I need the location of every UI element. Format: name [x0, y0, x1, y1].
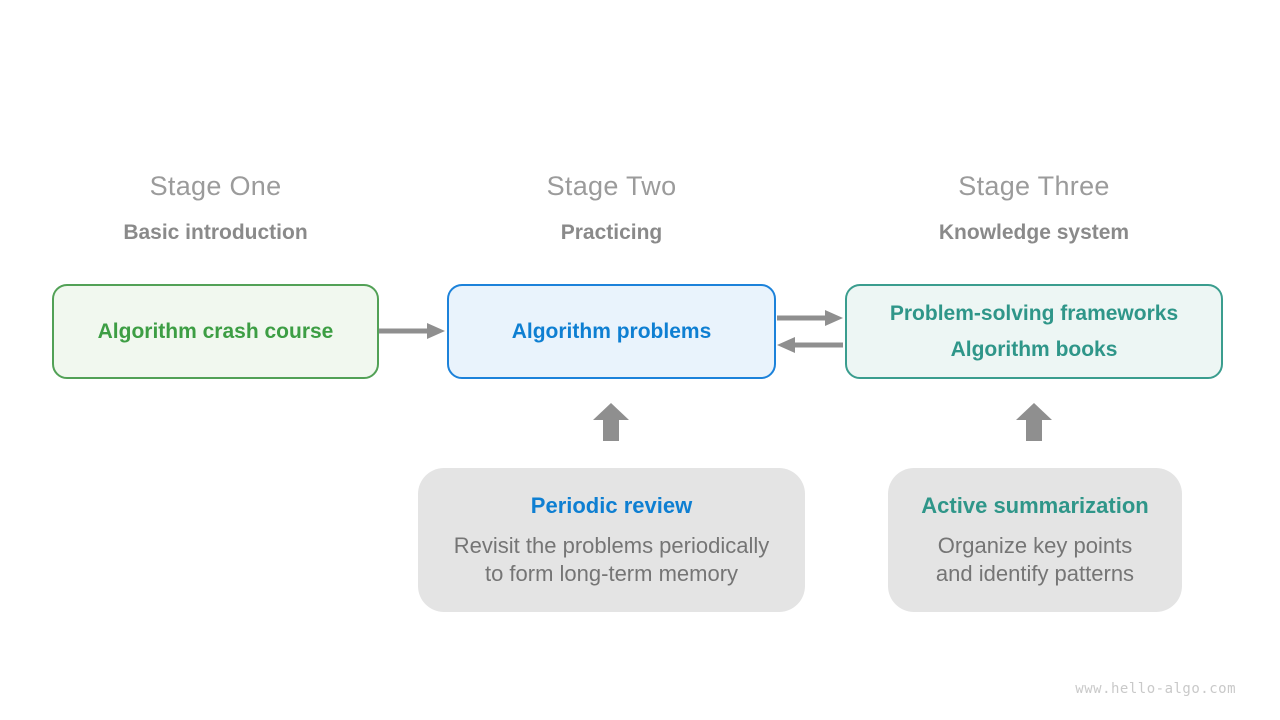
- active-summarization-body: Organize key points and identify pattern…: [888, 532, 1182, 588]
- stage-one-title: Stage One: [149, 171, 282, 201]
- watermark: www.hello-algo.com: [1075, 681, 1236, 697]
- arrow-right-icon: [379, 323, 445, 339]
- arrow-up-icon: [1016, 403, 1052, 441]
- active-summarization-body-line: Organize key points: [937, 533, 1133, 558]
- periodic-review-title: Periodic review: [530, 493, 693, 518]
- arrow-up-icon: [593, 403, 629, 441]
- algorithm-problems-label: Algorithm problems: [511, 319, 712, 343]
- arrow-right-icon: [777, 310, 843, 326]
- periodic-review-note: Periodic review Revisit the problems per…: [418, 468, 805, 612]
- algorithm-crash-course-label: Algorithm crash course: [97, 319, 334, 343]
- knowledge-system-box: Problem-solving frameworks Algorithm boo…: [845, 284, 1223, 379]
- problem-solving-frameworks-label: Problem-solving frameworks: [889, 301, 1179, 325]
- stage-three-subtitle: Knowledge system: [938, 221, 1130, 244]
- periodic-review-body-line: Revisit the problems periodically: [453, 533, 770, 558]
- arrow-left-icon: [777, 337, 843, 353]
- active-summarization-note: Active summarization Organize key points…: [888, 468, 1182, 612]
- active-summarization-body-line: and identify patterns: [935, 561, 1135, 586]
- periodic-review-body: Revisit the problems periodically to for…: [418, 532, 805, 588]
- periodic-review-body-line: to form long-term memory: [484, 561, 739, 586]
- stage-one-subtitle: Basic introduction: [123, 221, 308, 244]
- algorithm-problems-box: Algorithm problems: [447, 284, 776, 379]
- algorithm-crash-course-box: Algorithm crash course: [52, 284, 379, 379]
- stage-two-subtitle: Practicing: [560, 221, 663, 244]
- active-summarization-title: Active summarization: [921, 493, 1149, 518]
- stage-three-title: Stage Three: [958, 171, 1110, 201]
- stage-two-title: Stage Two: [546, 171, 677, 201]
- algorithm-books-label: Algorithm books: [950, 337, 1118, 361]
